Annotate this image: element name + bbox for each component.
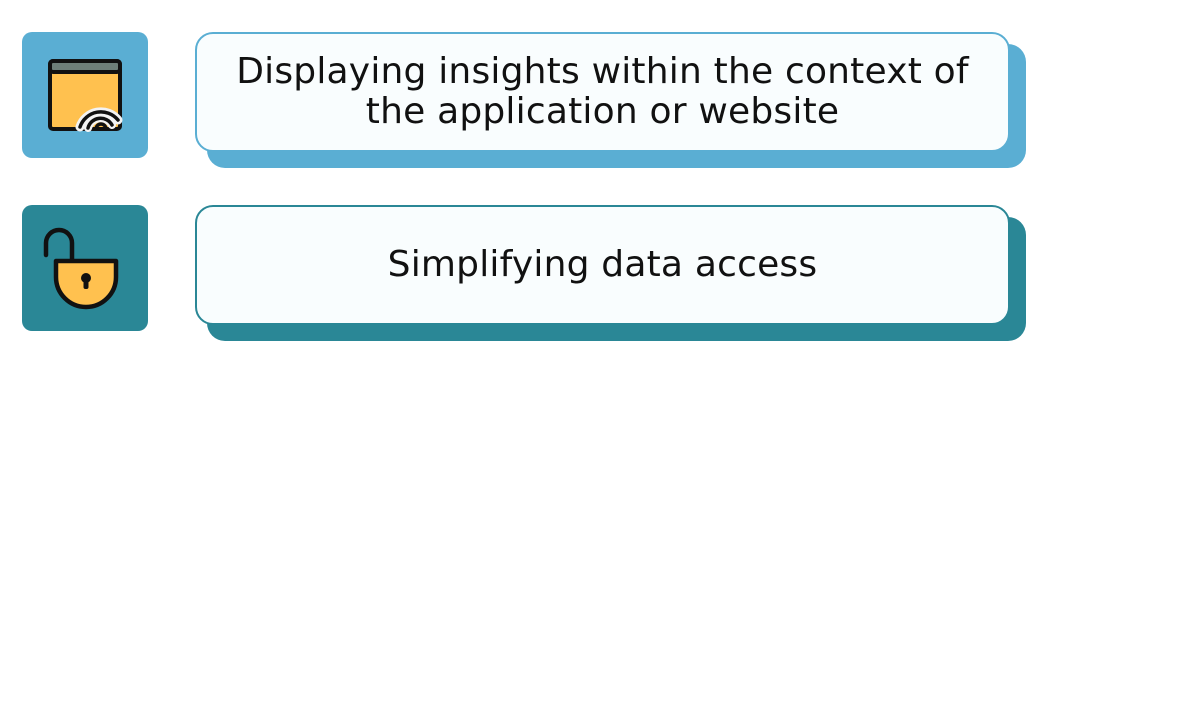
card-data-access: Simplifying data access: [195, 205, 1010, 325]
card-text-insights: Displaying insights within the context o…: [236, 51, 969, 132]
browser-wifi-icon: [22, 32, 148, 158]
icon-tile-insights: [22, 32, 148, 158]
unlocked-padlock-icon: [22, 205, 148, 331]
card-text-data-access: Simplifying data access: [387, 244, 818, 285]
icon-tile-data-access: [22, 205, 148, 331]
feature-row-insights: Displaying insights within the context o…: [0, 32, 1186, 172]
card-insights: Displaying insights within the context o…: [195, 32, 1010, 152]
feature-row-data-access: Simplifying data access: [0, 205, 1186, 345]
